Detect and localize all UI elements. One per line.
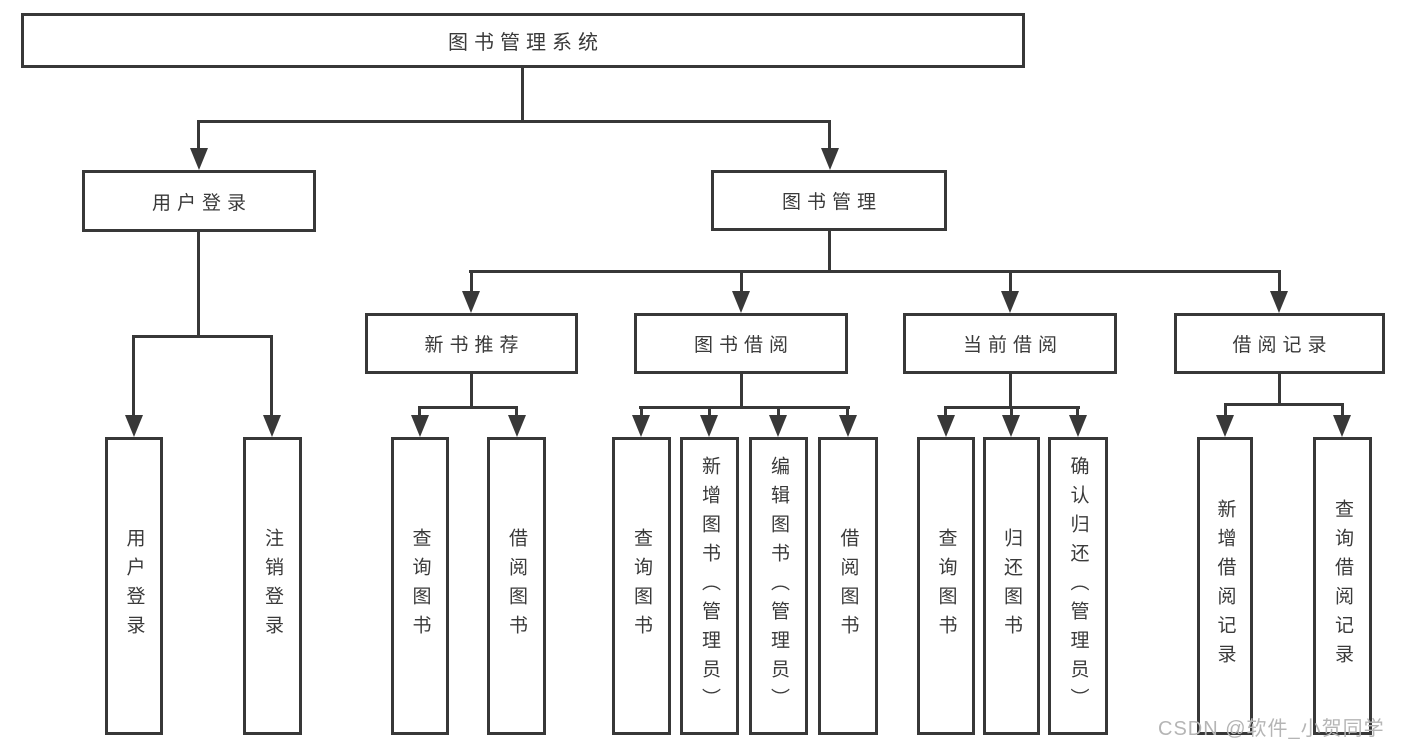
connector-to-leaf-edit-books-admin — [777, 406, 780, 417]
connector-to-current-borrow — [1009, 270, 1012, 293]
arrowhead-to-new-book-recommend — [462, 291, 480, 313]
connector-root-split — [197, 120, 831, 123]
arrowhead-to-leaf-query-books-1 — [411, 415, 429, 437]
csdn-watermark: CSDN @软件_小贺同学 — [1158, 718, 1385, 740]
node-new-book-recommend: 新书推荐 — [365, 313, 578, 374]
connector-book-borrow-split — [639, 406, 850, 409]
leaf-return-books: 归还图书 — [983, 437, 1040, 735]
connector-to-leaf-add-books-admin — [708, 406, 711, 417]
connector-to-book-management — [828, 120, 831, 152]
connector-root-stem — [521, 68, 524, 122]
connector-to-leaf-query-borrow-record — [1341, 403, 1344, 417]
connector-to-leaf-query-books-3 — [944, 406, 947, 417]
node-library-management-system: 图书管理系统 — [21, 13, 1025, 68]
connector-to-borrow-record — [1278, 270, 1281, 293]
leaf-add-borrow-record: 新增借阅记录 — [1197, 437, 1253, 735]
connector-to-book-borrow — [740, 270, 743, 293]
connector-new-book-recommend-split — [418, 406, 518, 409]
leaf-edit-books-admin: 编辑图书（管理员） — [749, 437, 808, 735]
node-current-borrow: 当前借阅 — [903, 313, 1117, 374]
connector-to-leaf-borrow-books-2 — [846, 406, 849, 417]
node-book-management: 图书管理 — [711, 170, 947, 231]
connector-user-login-split — [132, 335, 273, 338]
connector-borrow-record-stem — [1278, 373, 1281, 406]
connector-to-leaf-add-borrow-record — [1224, 403, 1227, 417]
connector-book-management-stem — [828, 231, 831, 273]
arrowhead-to-leaf-query-books-3 — [937, 415, 955, 437]
arrowhead-to-user-login — [190, 148, 208, 170]
arrowhead-to-current-borrow — [1001, 291, 1019, 313]
arrowhead-to-leaf-query-books-2 — [632, 415, 650, 437]
leaf-query-borrow-record: 查询借阅记录 — [1313, 437, 1372, 735]
arrowhead-to-leaf-query-borrow-record — [1333, 415, 1351, 437]
connector-new-book-recommend-stem — [470, 373, 473, 409]
arrowhead-to-leaf-borrow-books-1 — [508, 415, 526, 437]
arrowhead-to-borrow-record — [1270, 291, 1288, 313]
connector-current-borrow-stem — [1009, 373, 1012, 409]
leaf-confirm-return-admin: 确认归还（管理员） — [1048, 437, 1108, 735]
connector-user-login-stem — [197, 232, 200, 338]
connector-to-leaf-confirm-return-admin — [1076, 406, 1079, 417]
connector-to-user-login — [197, 120, 200, 152]
leaf-query-books-1: 查询图书 — [391, 437, 449, 735]
leaf-borrow-books-2: 借阅图书 — [818, 437, 878, 735]
leaf-query-books-2: 查询图书 — [612, 437, 671, 735]
connector-to-leaf-return-books — [1010, 406, 1013, 417]
connector-to-leaf-query-books-1 — [418, 406, 421, 417]
arrowhead-to-leaf-user-login — [125, 415, 143, 437]
connector-borrow-record-split — [1224, 403, 1344, 406]
leaf-borrow-books-1: 借阅图书 — [487, 437, 546, 735]
leaf-user-login: 用户登录 — [105, 437, 163, 735]
arrowhead-to-leaf-logout — [263, 415, 281, 437]
connector-book-management-split — [469, 270, 1281, 273]
arrowhead-to-leaf-add-borrow-record — [1216, 415, 1234, 437]
connector-to-leaf-borrow-books-1 — [515, 406, 518, 417]
arrowhead-to-leaf-return-books — [1002, 415, 1020, 437]
connector-to-new-book-recommend — [470, 270, 473, 293]
leaf-query-books-3: 查询图书 — [917, 437, 975, 735]
arrowhead-to-leaf-add-books-admin — [700, 415, 718, 437]
arrowhead-to-leaf-borrow-books-2 — [839, 415, 857, 437]
connector-to-leaf-user-login — [132, 335, 135, 417]
connector-to-leaf-logout — [270, 335, 273, 417]
leaf-add-books-admin: 新增图书（管理员） — [680, 437, 739, 735]
node-borrow-record: 借阅记录 — [1174, 313, 1385, 374]
arrowhead-to-book-borrow — [732, 291, 750, 313]
arrowhead-to-book-management — [821, 148, 839, 170]
connector-to-leaf-query-books-2 — [640, 406, 643, 417]
leaf-logout: 注销登录 — [243, 437, 302, 735]
arrowhead-to-leaf-confirm-return-admin — [1069, 415, 1087, 437]
node-book-borrow: 图书借阅 — [634, 313, 848, 374]
node-user-login: 用户登录 — [82, 170, 316, 232]
connector-book-borrow-stem — [740, 373, 743, 409]
arrowhead-to-leaf-edit-books-admin — [769, 415, 787, 437]
